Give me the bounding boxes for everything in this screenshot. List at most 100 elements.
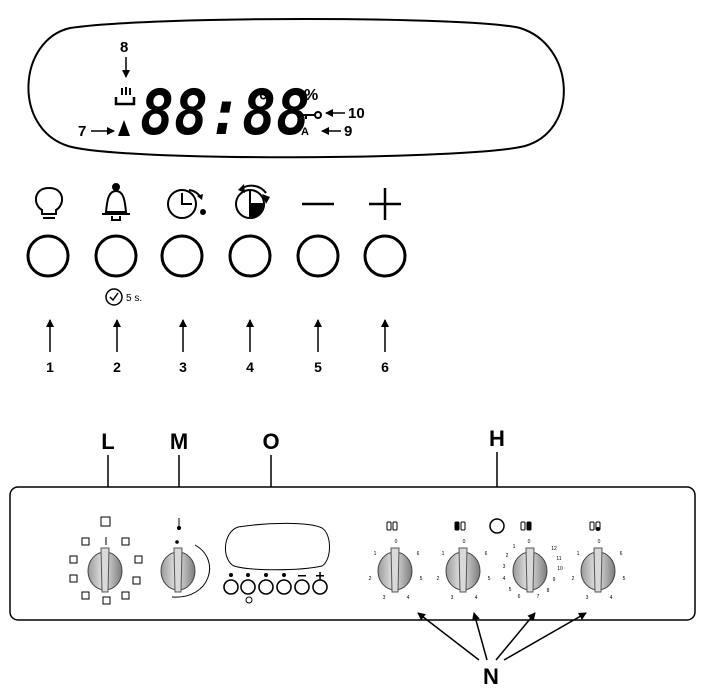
minus-button[interactable]	[296, 234, 340, 278]
knob-mark: 12	[551, 546, 557, 552]
temperature-knob-group	[160, 518, 211, 598]
hob-zone-icon	[454, 521, 466, 531]
hold-duration: 5 s.	[126, 293, 142, 304]
alarm-button[interactable]	[94, 234, 138, 278]
knob-mark: 4	[407, 595, 410, 601]
knob-mark: 8	[547, 588, 550, 594]
knob-mark: 3	[451, 595, 454, 601]
knob-mark: 5	[623, 576, 626, 582]
knob-mark: 4	[610, 595, 613, 601]
knob-mark: 4	[503, 576, 506, 582]
knob-mark: 2	[572, 576, 575, 582]
knob-mark: 1	[577, 551, 580, 557]
knob-mark: 1	[442, 551, 445, 557]
hob-knob-3[interactable]	[512, 547, 548, 593]
percent-indicator: %	[304, 87, 318, 104]
auto-indicator: A	[301, 126, 309, 138]
mini-alarm-button[interactable]	[240, 579, 256, 595]
hob-knob-1[interactable]	[377, 547, 413, 593]
hob-knob-4[interactable]	[580, 547, 616, 593]
hob-zone-icon	[520, 521, 532, 531]
mini-display-group	[223, 522, 330, 604]
label-L: L	[101, 429, 114, 454]
button-number: 6	[381, 359, 389, 375]
callout-10: 10	[348, 105, 365, 122]
timer-clock-icon	[167, 189, 206, 219]
callout-7: 7	[78, 123, 86, 140]
function-knob[interactable]	[87, 547, 123, 593]
mini-end-time-button[interactable]	[276, 579, 292, 595]
knob-mark: 6	[485, 551, 488, 557]
cooking-time-button[interactable]	[160, 234, 204, 278]
mini-minus-button[interactable]	[294, 579, 310, 595]
button-number: 3	[179, 359, 187, 375]
end-time-button[interactable]	[228, 234, 272, 278]
degree-indicator: °	[259, 88, 268, 113]
display-digits: 88:88	[140, 76, 310, 149]
hob-knob-group: 0 1 2 3 4 5 6 7 8 9 10 11 12	[503, 521, 563, 600]
knob-mark: 0	[598, 539, 601, 545]
knob-mark: 3	[586, 595, 589, 601]
plus-icon	[369, 188, 401, 220]
knob-mark: 6	[417, 551, 420, 557]
button-number: 2	[113, 359, 121, 375]
knob-mark: 6	[518, 594, 521, 600]
indicator-light	[489, 518, 505, 534]
temperature-scale-arc	[171, 544, 211, 598]
mini-button-row	[223, 579, 328, 595]
button-row	[26, 234, 407, 278]
mini-plus-button[interactable]	[312, 579, 328, 595]
mini-button-icons	[229, 572, 324, 580]
knob-mark: 2	[506, 553, 509, 559]
hob-knob-group: 0 1 2 3 4 5 6	[437, 521, 491, 601]
button-number: 5	[314, 359, 322, 375]
label-O: O	[262, 429, 279, 454]
knob-mark: 5	[420, 576, 423, 582]
button-number: 4	[246, 359, 254, 375]
plus-button[interactable]	[363, 234, 407, 278]
temperature-off-dot	[175, 540, 179, 544]
hob-knob-group: 0 1 2 3 4 5 6	[369, 521, 423, 601]
button-number: 1	[46, 359, 54, 375]
knob-mark: 1	[374, 551, 377, 557]
bulb-icon	[35, 186, 63, 219]
timer-end-icon	[235, 184, 270, 220]
callout-9: 9	[344, 123, 352, 140]
knob-mark: 11	[556, 556, 561, 562]
knob-mark: 2	[437, 576, 440, 582]
button-callouts: 1 2 3 4 5 6	[46, 319, 389, 375]
label-H: H	[489, 426, 505, 451]
knob-mark: 3	[383, 595, 386, 601]
light-button[interactable]	[26, 234, 70, 278]
knob-mark: 9	[553, 577, 556, 583]
hob-knob-2[interactable]	[445, 547, 481, 593]
temperature-knob[interactable]	[160, 547, 196, 593]
callout-8: 8	[120, 39, 128, 56]
function-knob-group	[69, 516, 143, 605]
knob-mark: 6	[620, 551, 623, 557]
mini-light-button[interactable]	[223, 579, 239, 595]
mini-cooking-time-button[interactable]	[258, 579, 274, 595]
knob-mark: 2	[369, 576, 372, 582]
knob-mark: 4	[475, 595, 478, 601]
label-N-arrows	[417, 612, 587, 661]
hob-zone-icon	[589, 521, 601, 531]
label-N: N	[483, 664, 499, 689]
knob-mark: 0	[528, 539, 531, 545]
knob-mark: 0	[463, 539, 466, 545]
hob-zone-icon	[386, 521, 398, 531]
clock-icon	[105, 288, 123, 306]
knob-mark: 0	[395, 539, 398, 545]
label-M: M	[170, 429, 188, 454]
knob-mark: 10	[557, 566, 563, 572]
key-icon	[303, 111, 322, 119]
mini-clock-icon	[245, 596, 253, 604]
knob-mark: 1	[513, 544, 516, 550]
knob-mark: 3	[503, 564, 506, 570]
display-panel: 88:88 ° % A 8 7 10 9	[27, 18, 565, 159]
mini-display	[225, 522, 330, 571]
knob-mark: 7	[537, 594, 540, 600]
hold-hint: 5 s.	[105, 288, 142, 306]
knob-mark: 5	[509, 587, 512, 593]
